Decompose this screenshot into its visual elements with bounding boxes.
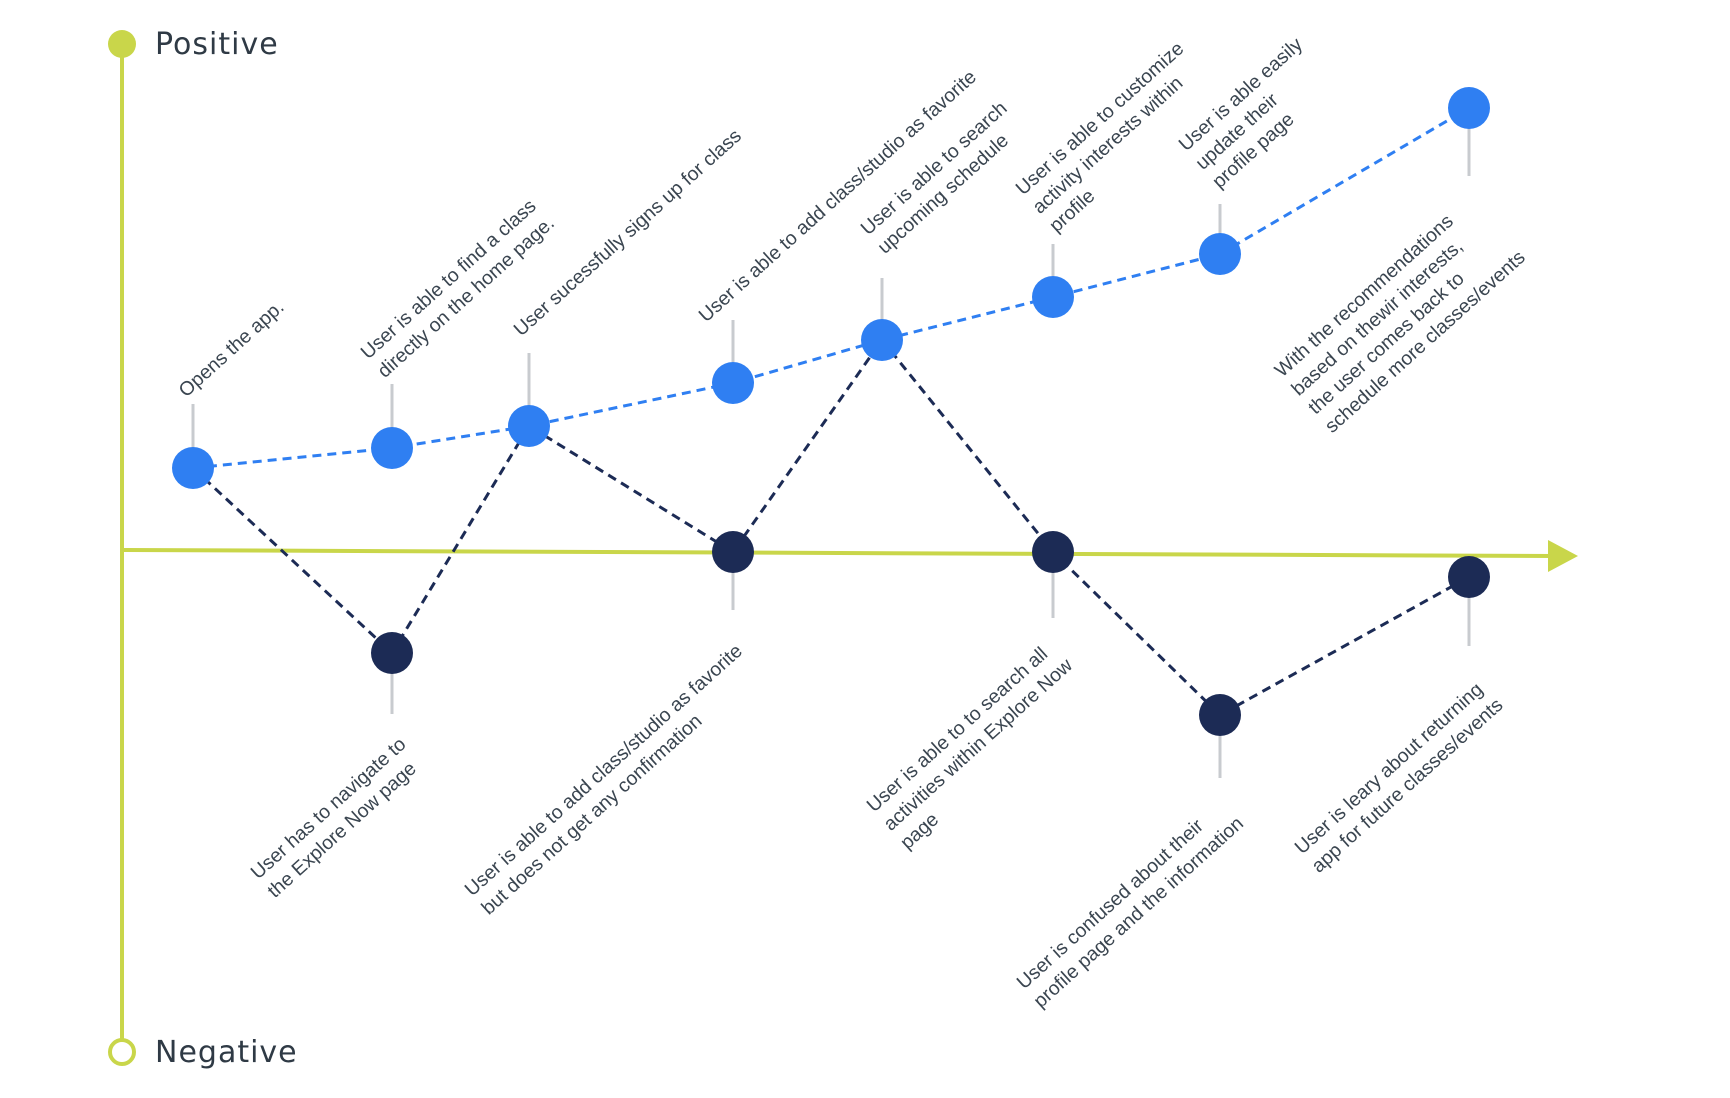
- positive-step-label-1: Opens the app.: [175, 296, 289, 402]
- positive-nodes: [172, 87, 1490, 489]
- negative-node-1: [371, 632, 413, 674]
- timeline-arrow-icon: [1548, 540, 1578, 572]
- positive-node-5: [861, 319, 903, 361]
- connectors: [191, 126, 1471, 778]
- positive-node-1: [172, 447, 214, 489]
- negative-node-3: [1032, 531, 1074, 573]
- positive-marker: [108, 30, 136, 58]
- negative-step-label-2: User is able to add class/studio as favo…: [461, 636, 768, 919]
- positive-step-label-8: With the recommendations based on thewir…: [1271, 190, 1530, 437]
- negative-node-4: [1199, 694, 1241, 736]
- positive-node-2: [371, 427, 413, 469]
- positive-label: Positive: [155, 27, 279, 62]
- negative-node-5: [1448, 556, 1490, 598]
- negative-label: Negative: [155, 1035, 298, 1070]
- negative-step-label-4: User is confused about their profile pag…: [1013, 794, 1248, 1012]
- positive-step-label-5: User is able to search upcoming schedule: [857, 94, 1033, 259]
- negative-marker: [108, 1038, 136, 1066]
- positive-node-4: [712, 362, 754, 404]
- negative-nodes: [371, 531, 1490, 736]
- positive-journey-line: [192, 106, 1470, 470]
- positive-node-8: [1448, 87, 1490, 129]
- positive-node-3: [508, 405, 550, 447]
- positive-node-7: [1199, 233, 1241, 275]
- negative-journey-line: [191, 337, 1470, 717]
- timeline-axis: [121, 548, 1556, 558]
- negative-node-2: [712, 531, 754, 573]
- positive-step-label-2: User is able to find a class directly on…: [357, 191, 562, 382]
- positive-step-label-7: User is able easily update their profile…: [1175, 30, 1345, 193]
- positive-node-6: [1032, 276, 1074, 318]
- negative-step-label-3: User is able to to search all activities…: [863, 632, 1098, 854]
- negative-step-label-1: User has to navigate to the Explore Now …: [247, 730, 432, 903]
- negative-step-label-5: User is leary about returning app for fu…: [1291, 675, 1509, 877]
